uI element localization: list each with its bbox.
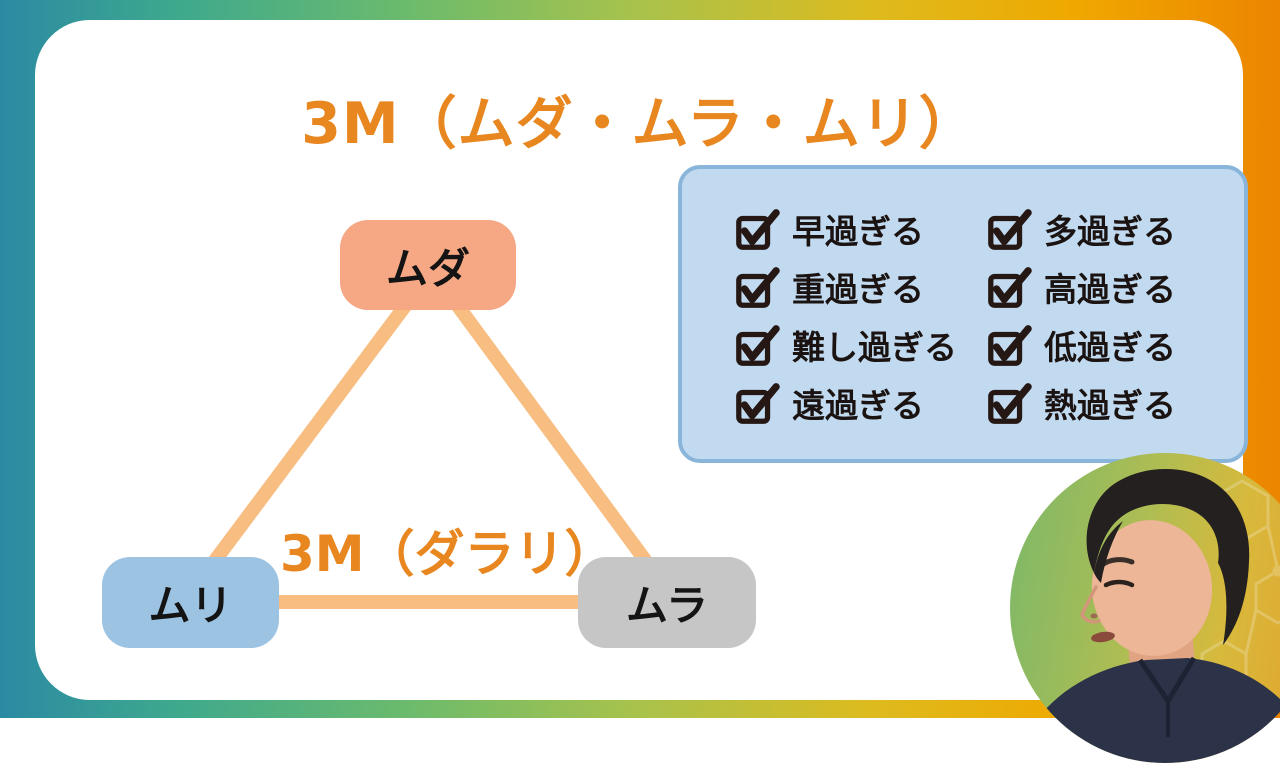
node-muda: ムダ [340, 220, 516, 310]
checklist-item-label: 熱過ぎる [1044, 386, 1176, 425]
node-mura-label: ムラ [626, 581, 708, 630]
checklist-item-label: 難し過ぎる [792, 328, 957, 367]
node-mura: ムラ [578, 557, 756, 648]
checklist-item: 早過ぎる [734, 209, 986, 251]
checklist-item: 低過ぎる [986, 325, 1226, 367]
checklist-item-label: 高過ぎる [1044, 270, 1176, 309]
checklist-column-left: 早過ぎる 重過ぎる 難し過ぎる 遠過ぎる [734, 209, 986, 459]
triangle-center-label: 3M（ダラリ） [280, 525, 615, 583]
node-muri-label: ムリ [148, 581, 233, 630]
checklist-column-right: 多過ぎる 高過ぎる 低過ぎる 熱過ぎる [986, 209, 1226, 459]
checkbox-checked-icon [736, 267, 780, 308]
checklist-panel: 早過ぎる 重過ぎる 難し過ぎる 遠過ぎる 多過ぎる [678, 165, 1248, 463]
checklist-item-label: 遠過ぎる [792, 386, 924, 425]
checklist-item-label: 重過ぎる [792, 270, 924, 309]
checklist-item: 重過ぎる [734, 267, 986, 309]
checkbox-checked-icon [988, 383, 1032, 424]
checkbox-checked-icon [988, 209, 1032, 250]
checklist-item: 熱過ぎる [986, 383, 1226, 425]
checklist-item-label: 低過ぎる [1044, 328, 1176, 367]
checkbox-checked-icon [736, 209, 780, 250]
checklist-item-label: 多過ぎる [1044, 212, 1176, 251]
node-muri: ムリ [102, 557, 279, 648]
checkbox-checked-icon [736, 383, 780, 424]
checklist-item: 高過ぎる [986, 267, 1226, 309]
slide-card: 3M（ムダ・ムラ・ムリ） ムダ ムリ ムラ 3M（ダラリ） 早過ぎる [35, 20, 1248, 700]
checklist-item: 多過ぎる [986, 209, 1226, 251]
checklist-item: 遠過ぎる [734, 383, 986, 425]
node-muda-label: ムダ [385, 243, 470, 293]
slide-title: 3M（ムダ・ムラ・ムリ） [301, 91, 977, 157]
presenter-portrait-illustration [1036, 469, 1280, 763]
checklist-item-label: 早過ぎる [792, 212, 924, 251]
checklist-item: 難し過ぎる [734, 325, 986, 367]
checkbox-checked-icon [988, 325, 1032, 366]
checkbox-checked-icon [736, 325, 780, 366]
presenter-photo [1010, 453, 1280, 763]
checkbox-checked-icon [988, 267, 1032, 308]
